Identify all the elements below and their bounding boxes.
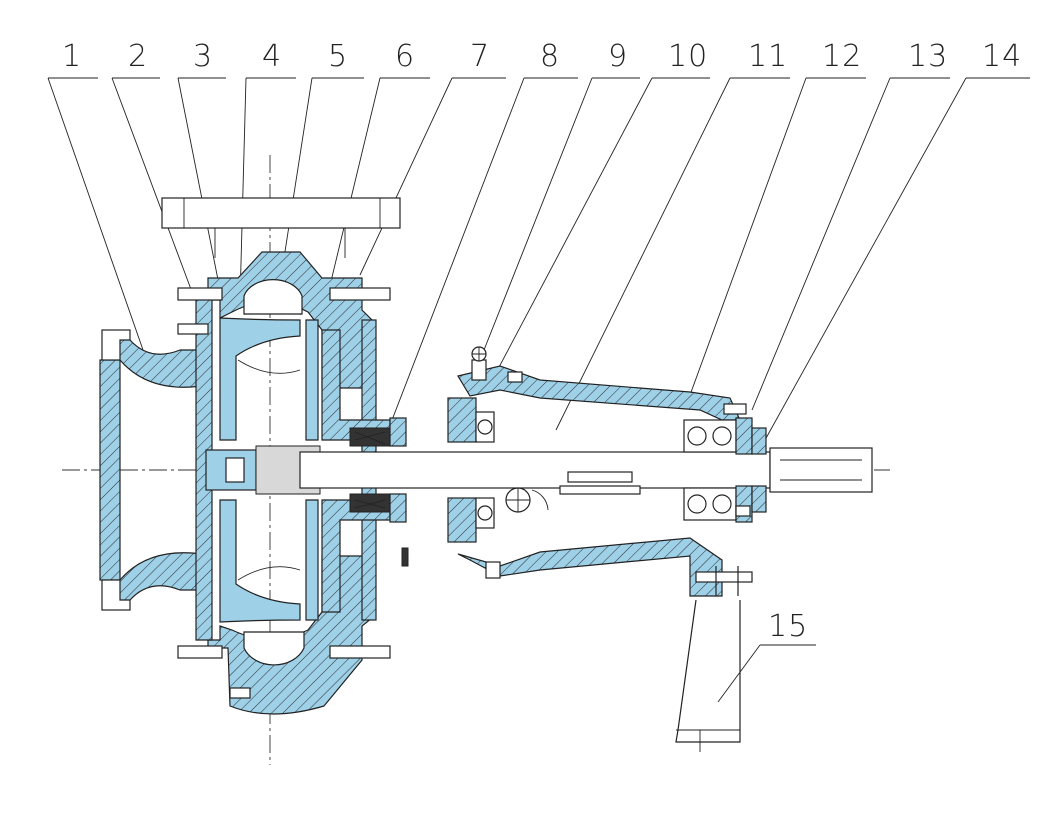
callout-11: 11 <box>748 39 788 74</box>
callout-12: 12 <box>822 39 862 74</box>
casing-bolts <box>177 287 409 699</box>
callout-4: 4 <box>262 39 282 74</box>
callout-14: 14 <box>982 39 1022 74</box>
support-foot <box>675 566 753 752</box>
pump-casing <box>207 251 391 715</box>
bearing-housing <box>447 346 741 597</box>
callout-3: 3 <box>193 39 213 74</box>
impeller <box>219 317 319 623</box>
callout-8: 8 <box>540 39 560 74</box>
mechanical-seal <box>349 417 407 523</box>
rear-bearings <box>683 403 767 523</box>
shaft <box>299 447 873 495</box>
discharge-flange <box>161 197 401 258</box>
callout-10: 10 <box>668 39 708 74</box>
callout-13: 13 <box>908 39 948 74</box>
suction-cover <box>99 295 213 641</box>
leader-lines <box>47 77 1030 703</box>
callout-2: 2 <box>128 39 148 74</box>
callout-5: 5 <box>328 39 348 74</box>
callout-9: 9 <box>608 39 628 74</box>
callout-6: 6 <box>395 39 415 74</box>
callout-7: 7 <box>470 39 490 74</box>
callout-numbers: 1 2 3 4 5 6 7 8 9 10 11 12 13 14 15 <box>62 39 1022 644</box>
callout-1: 1 <box>62 39 82 74</box>
callout-15: 15 <box>768 609 808 644</box>
